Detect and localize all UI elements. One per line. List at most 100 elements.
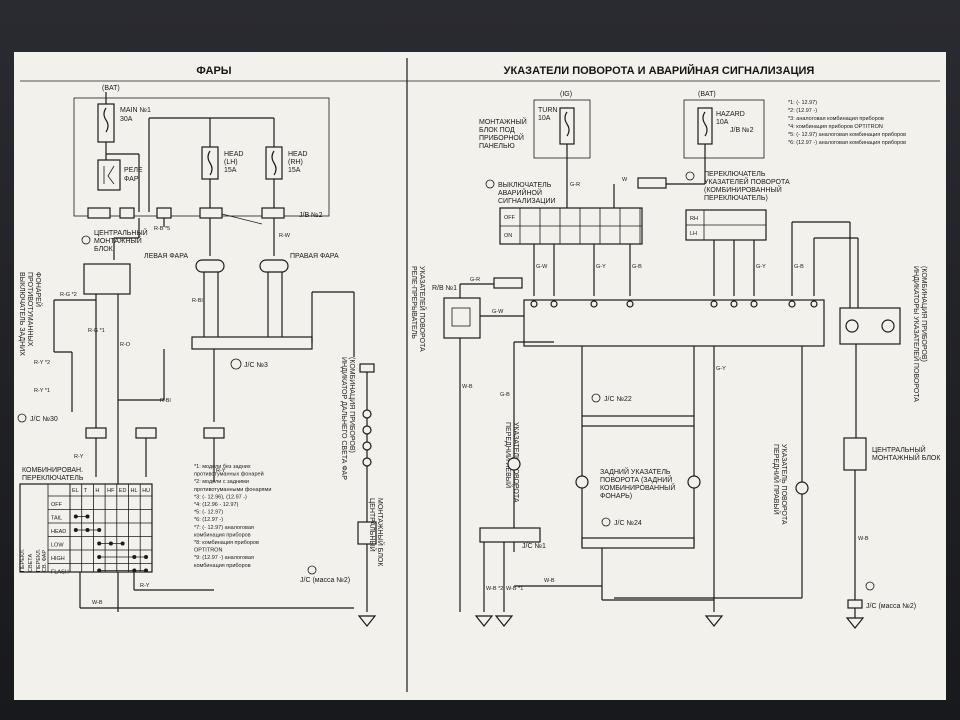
switch-row-label: HEAD — [51, 529, 66, 535]
left-note-line: противотуманными фонарями — [194, 487, 271, 493]
switch-col-header: HU — [142, 488, 150, 494]
wire-gw-2: G-W — [492, 309, 504, 315]
wire-gb: G-B — [632, 264, 642, 270]
relay-right-1: РЕЛЕ-ПРЕРЫВАТЕЛЬ — [410, 266, 417, 339]
left-note-line: *4: (12.96 - 12.97) — [194, 502, 239, 508]
central-block-box — [83, 263, 131, 295]
left-note-line: *8: комбинация приборов — [194, 540, 259, 546]
head-rh-rating: 15A — [288, 167, 301, 174]
rear-turn-2: ПОВОРОТА (ЗАДНИЙ — [600, 475, 672, 484]
jc22-label: J/C №22 — [604, 396, 632, 403]
wire-wb2: W-B *2 — [486, 586, 503, 592]
ig-frame — [533, 99, 591, 159]
wire-wb1: W-B *1 — [506, 586, 523, 592]
hazard-connector — [637, 177, 667, 189]
main-fuse — [97, 103, 115, 143]
panel-block-4: ПАНЕЛЬЮ — [479, 143, 515, 150]
head-rh-name: HEAD — [288, 151, 307, 158]
panel-block-3: ПРИБОРНОЙ — [479, 133, 524, 142]
turn-switch-1: ПЕРЕКЛЮЧАТЕЛЬ — [704, 171, 766, 178]
switch-row-label: OFF — [51, 502, 63, 508]
wire-wb-cb: W-B — [858, 536, 869, 542]
hazard-switch-3: СИГНАЛИЗАЦИИ — [498, 198, 556, 205]
jb2-right-label: J/B №2 — [730, 127, 754, 134]
wire-w: W — [622, 177, 628, 183]
rear-turn-3: КОМБИНИРОВАННЫЙ — [600, 483, 675, 492]
indicator-rh — [881, 319, 895, 333]
wire-gy-3: G-Y — [716, 366, 726, 372]
front-right-2: УКАЗАТЕЛЬ ПОВОРОТА — [780, 444, 787, 525]
front-left-lamp — [507, 457, 521, 471]
rear-turn-4: ФОНАРЬ) — [600, 493, 632, 500]
combo-switch-2: ПЕРЕКЛЮЧАТЕЛЬ — [22, 475, 84, 482]
wiring-diagram: ФАРЫ (BAT) J/B №2 MAIN №1 30A РЕЛЕ ФАР — [17, 58, 941, 692]
central-block-r-1: ЦЕНТРАЛЬНЫЙ — [872, 445, 926, 454]
flasher-relay — [443, 297, 481, 339]
wire-rg2: R-G *2 — [60, 292, 77, 298]
switch-row-label: FLASH — [51, 570, 69, 576]
left-note-line: комбинация приборов — [194, 563, 251, 569]
jc3-label: J/C №3 — [244, 362, 268, 369]
jc22-pin — [730, 300, 738, 308]
wire-gy-2: G-Y — [756, 264, 766, 270]
combo-switch-1: КОМБИНИРОВАН. — [22, 467, 83, 474]
right-notes: *1: (- 12.97) *2: (12.97 -) *3: аналоговая… — [788, 100, 906, 146]
jc22-pin — [710, 300, 718, 308]
hz-row-on: ON — [504, 233, 512, 239]
wire-wb: W-B — [92, 600, 103, 606]
right-note-line: *2: (12.97 -) — [788, 108, 817, 114]
left-note-line: *6: (12.97 -) — [194, 517, 223, 523]
left-note-line: противотуманных фонарей — [194, 471, 264, 478]
right-note-line: *4: комбинация приборов OPTITRON — [788, 124, 883, 130]
jc3-bar — [191, 336, 313, 350]
rear-turn-1: ЗАДНИЙ УКАЗАТЕЛЬ — [600, 467, 671, 476]
switch-side-4: СВ. ФАР — [42, 550, 48, 572]
wire-gr: G-R — [470, 277, 480, 283]
jc22-pin — [626, 300, 634, 308]
turn-switch-2: УКАЗАТЕЛЕЙ ПОВОРОТА — [704, 177, 790, 186]
jc22-box — [523, 299, 825, 347]
relay-right-2: УКАЗАТЕЛЕЙ ПОВОРОТА — [418, 266, 427, 352]
panel-block-1: МОНТАЖНЫЙ — [479, 117, 527, 126]
relay-label-2: ФАР — [124, 176, 139, 183]
jc24-bar — [581, 537, 695, 549]
wire-rbl-2: R-Bl — [160, 398, 171, 404]
jb2-connectors — [87, 207, 285, 219]
switch-row-label: HIGH — [51, 556, 65, 562]
rear-left-lamp — [575, 475, 589, 489]
hazard-switch-2: АВАРИЙНОЙ — [498, 188, 542, 197]
indicators-2: (КОМБИНАЦИЯ ПРИБОРОВ) — [920, 266, 927, 362]
right-note-line: *1: (- 12.97) — [788, 100, 817, 106]
jc3-marker — [230, 358, 242, 370]
relay-label-1: РЕЛЕ — [124, 167, 143, 174]
ground-symbol-right-2 — [494, 615, 514, 627]
mid-connectors — [85, 427, 225, 439]
jc22-bar — [581, 415, 695, 427]
jc30-marker — [17, 413, 27, 423]
wire-ry1: R-Y *1 — [34, 388, 50, 394]
headlights-title: ФАРЫ — [196, 65, 231, 77]
hz-row-off: OFF — [504, 215, 516, 221]
jc-mass-left: J/C (масса №2) — [300, 577, 350, 584]
right-note-line: *6: (12.97 -) аналоговая комбинация приб… — [788, 140, 906, 146]
central-block-1: ЦЕНТРАЛЬНЫЙ — [94, 228, 148, 237]
wire-rw: R-W — [279, 233, 291, 239]
right-note-line: *3: аналоговая комбинация приборов — [788, 116, 884, 122]
turn-fuse-name: TURN — [538, 107, 557, 114]
central-block-2: МОНТАЖНЫЙ — [94, 236, 142, 245]
left-note-line: *7: (- 12.97) аналоговая — [194, 525, 254, 531]
front-right-1: ПЕРЕДНИЙ ПРАВЫЙ — [772, 444, 781, 515]
switch-col-header: T — [84, 488, 88, 494]
switch-row-label: TAIL — [51, 516, 62, 522]
wire-gr-top: G-R — [570, 182, 580, 188]
jb2-label: J/B №2 — [299, 212, 323, 219]
ground-symbol-right-1 — [474, 615, 494, 627]
hazard-fuse-rating: 10A — [716, 119, 729, 126]
right-lamp-label: ПРАВАЯ ФАРА — [290, 253, 339, 260]
indicator-1: ИНДИКАТОР ДАЛЬНЕГО СВЕТА ФАР — [340, 357, 347, 480]
wire-ry-a: R-Y — [74, 454, 84, 460]
turn-switch-4: ПЕРЕКЛЮЧАТЕЛЬ) — [704, 195, 768, 202]
turn-fuse — [559, 107, 575, 145]
rear-right-lamp — [687, 475, 701, 489]
